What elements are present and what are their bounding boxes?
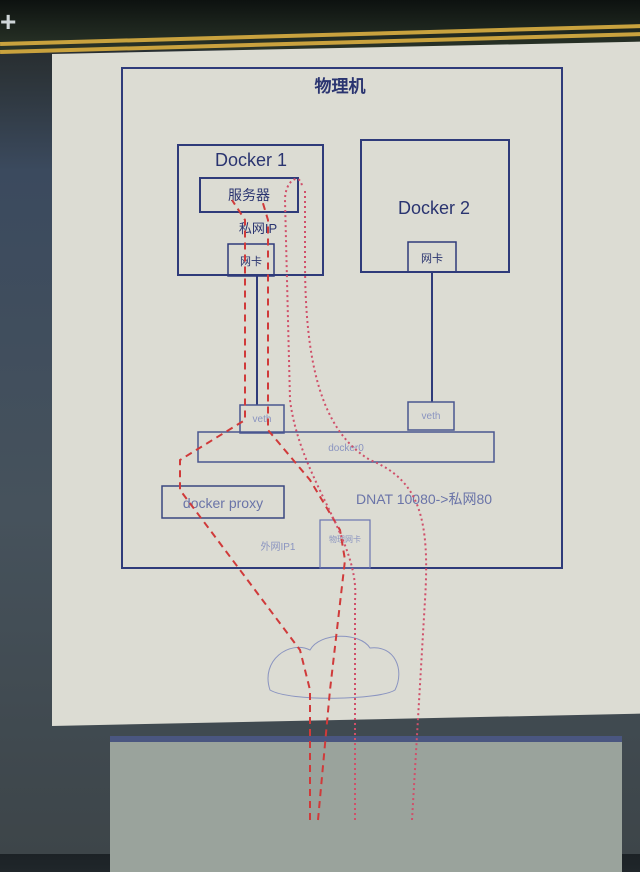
docker1-nic-box	[227, 243, 275, 277]
docker2-label: Docker 2	[398, 198, 470, 218]
veth-label-1: veth	[253, 414, 272, 425]
plus-icon: +	[0, 6, 17, 37]
docker0-label: docker0	[328, 443, 364, 454]
server-box	[199, 177, 299, 213]
physical-nic-label: 物理网卡	[329, 534, 361, 544]
external-ip-label: 外网IP1	[260, 541, 295, 553]
docker0-bridge-box	[197, 431, 495, 463]
docker1-label: Docker 1	[215, 150, 287, 170]
veth-box-1	[239, 404, 285, 434]
docker1-nic-label: 网卡	[240, 255, 262, 268]
veth-box-2	[407, 401, 455, 431]
dnat-rule-label: DNAT 10080->私网80	[356, 491, 492, 507]
docker1-box	[177, 144, 324, 276]
physical-machine-box	[121, 67, 563, 569]
physical-machine-title: 物理机	[315, 76, 366, 96]
proxy-traffic-path	[179, 199, 347, 821]
docker2-nic-label: 网卡	[421, 252, 443, 265]
server-label: 服务器	[228, 187, 270, 203]
network-diagram: 物理机 Docker 1 服务器 私网IP 网卡 Docker 2 网卡 vet…	[121, 67, 563, 821]
veth-label-2: veth	[422, 411, 441, 422]
docker-proxy-box	[161, 485, 285, 519]
docker-proxy-label: docker proxy	[183, 495, 263, 511]
document-page-next	[110, 736, 622, 872]
physical-nic-box	[319, 519, 371, 569]
internet-cloud-icon	[267, 635, 400, 699]
